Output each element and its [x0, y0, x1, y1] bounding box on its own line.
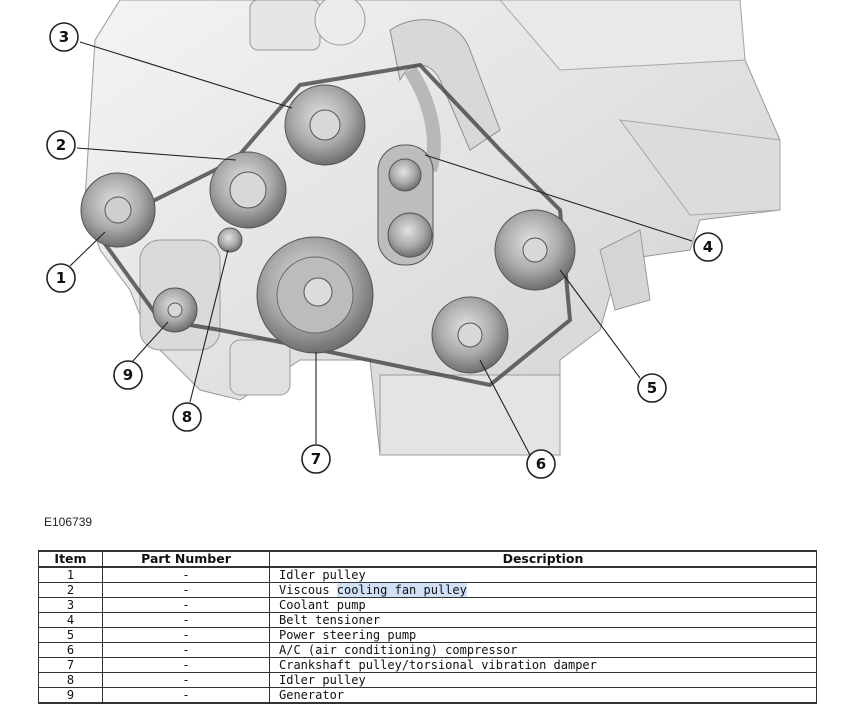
cell-description: Generator — [269, 687, 817, 704]
callout-2: 2 — [46, 130, 76, 160]
cell-item: 8 — [38, 672, 103, 688]
header-item: Item — [38, 550, 103, 568]
svg-text:7: 7 — [311, 450, 321, 468]
cell-description: Crankshaft pulley/torsional vibration da… — [269, 657, 817, 673]
svg-text:9: 9 — [123, 366, 133, 384]
cell-item: 7 — [38, 657, 103, 673]
cell-part-number: - — [102, 672, 270, 688]
svg-text:1: 1 — [56, 269, 66, 287]
cell-part-number: - — [102, 627, 270, 643]
svg-text:2: 2 — [56, 136, 66, 154]
figure-id: E106739 — [44, 515, 93, 529]
table-row: 5 - Power steering pump — [38, 627, 817, 643]
generator-pulley — [152, 287, 198, 333]
cell-item: 1 — [38, 567, 103, 583]
header-description: Description — [269, 550, 817, 568]
callout-3: 3 — [49, 22, 79, 52]
cell-description: Power steering pump — [269, 627, 817, 643]
table-row: 9 - Generator — [38, 687, 817, 704]
table-row: 8 - Idler pulley — [38, 672, 817, 688]
svg-text:5: 5 — [647, 379, 657, 397]
svg-text:3: 3 — [59, 28, 69, 46]
table-row: 7 - Crankshaft pulley/torsional vibratio… — [38, 657, 817, 673]
coolant-pump-pulley — [284, 84, 366, 166]
cell-part-number: - — [102, 597, 270, 613]
cell-description[interactable]: Viscous cooling fan pulley — [269, 582, 817, 598]
viscous-fan-pulley — [209, 151, 287, 229]
cell-part-number: - — [102, 582, 270, 598]
idler-pulley-8 — [217, 227, 243, 253]
cell-part-number: - — [102, 642, 270, 658]
table-row: 1 - Idler pulley — [38, 567, 817, 583]
callout-1: 1 — [46, 263, 76, 293]
crankshaft-pulley — [256, 236, 374, 354]
callout-8: 8 — [172, 402, 202, 432]
cell-part-number: - — [102, 657, 270, 673]
idler-pulley-1 — [80, 172, 156, 248]
cell-item: 3 — [38, 597, 103, 613]
cell-item: 5 — [38, 627, 103, 643]
engine-belt-diagram: 1 2 3 4 5 6 7 8 9 — [46, 0, 781, 479]
svg-text:6: 6 — [536, 455, 546, 473]
table-row: 3 - Coolant pump — [38, 597, 817, 613]
cell-item: 2 — [38, 582, 103, 598]
table-row: 4 - Belt tensioner — [38, 612, 817, 628]
belt-tensioner — [377, 144, 434, 266]
svg-text:4: 4 — [703, 238, 713, 256]
header-part-number: Part Number — [102, 550, 270, 568]
table-row: 6 - A/C (air conditioning) compressor — [38, 642, 817, 658]
cell-item: 4 — [38, 612, 103, 628]
cell-part-number: - — [102, 612, 270, 628]
callout-5: 5 — [637, 373, 667, 403]
callout-7: 7 — [301, 444, 331, 474]
cell-description: Belt tensioner — [269, 612, 817, 628]
table-row: 2 - Viscous cooling fan pulley — [38, 582, 817, 598]
cell-item: 6 — [38, 642, 103, 658]
callout-9: 9 — [113, 360, 143, 390]
selected-text-highlight[interactable]: cooling fan pulley — [336, 583, 467, 597]
power-steering-pulley — [494, 209, 576, 291]
cell-item: 9 — [38, 687, 103, 704]
table-header-row: Item Part Number Description — [38, 550, 817, 568]
cell-description: Idler pulley — [269, 672, 817, 688]
svg-text:8: 8 — [182, 408, 192, 426]
cell-description: Idler pulley — [269, 567, 817, 583]
cell-part-number: - — [102, 567, 270, 583]
cell-description: Coolant pump — [269, 597, 817, 613]
cell-description: A/C (air conditioning) compressor — [269, 642, 817, 658]
ac-compressor-pulley — [431, 296, 509, 374]
description-text: Viscous — [279, 583, 337, 597]
callout-6: 6 — [526, 449, 556, 479]
callout-4: 4 — [693, 232, 723, 262]
cell-part-number: - — [102, 687, 270, 704]
parts-table: Item Part Number Description 1 - Idler p… — [38, 550, 817, 704]
